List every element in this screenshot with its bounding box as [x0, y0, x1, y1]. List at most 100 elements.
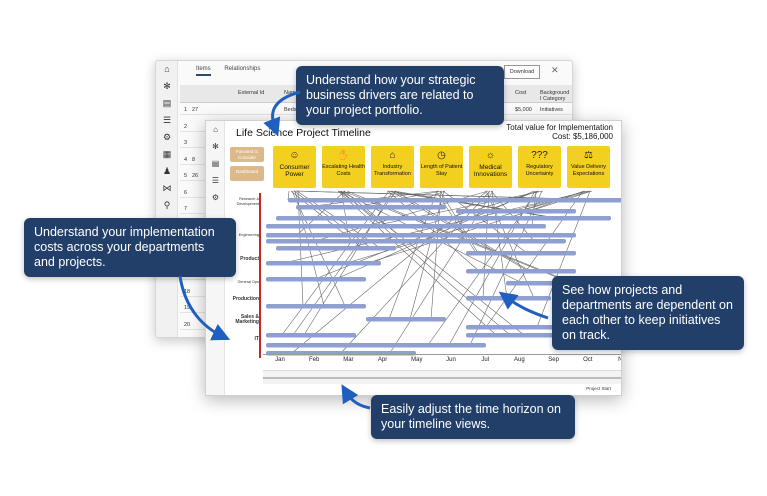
scales-icon: ⚖	[584, 150, 593, 161]
project-bar[interactable]	[276, 246, 396, 251]
clock-icon: ◷	[437, 150, 446, 161]
driver-card[interactable]: ✋Escalating Health Costs	[322, 146, 365, 188]
department-label[interactable]: IT	[254, 336, 259, 342]
timeline-window: ⌂ ✻ ▤ ☰ ⚙ Life Science Project Timeline …	[205, 120, 622, 396]
link-icon[interactable]: ⋈	[162, 183, 172, 193]
project-bar[interactable]	[466, 333, 571, 338]
tab-items[interactable]: Items	[196, 66, 211, 76]
project-bar[interactable]	[266, 261, 381, 266]
project-bar[interactable]	[466, 296, 551, 301]
project-bar[interactable]	[466, 251, 576, 256]
document-icon[interactable]: ▤	[211, 159, 220, 168]
project-bar[interactable]	[266, 239, 566, 244]
table-cell-num: 20	[184, 321, 191, 328]
document-icon[interactable]: ▤	[162, 98, 172, 108]
project-bar[interactable]	[296, 205, 446, 210]
time-horizon-slider[interactable]	[263, 370, 621, 384]
list-icon[interactable]: ☰	[211, 176, 220, 185]
table-cell-num: 19	[184, 305, 191, 311]
gear-icon[interactable]: ⚙	[162, 132, 172, 142]
callout-dependencies: See how projects and departments are dep…	[552, 276, 744, 350]
download-button[interactable]: Download	[504, 65, 540, 79]
close-icon[interactable]: ✕	[551, 65, 559, 75]
callout-drivers: Understand how your strategic business d…	[296, 66, 504, 125]
column-header[interactable]: Cost	[515, 90, 527, 96]
dependency-line	[390, 190, 529, 272]
project-bar[interactable]	[366, 317, 446, 322]
month-label: Oct	[583, 357, 593, 363]
month-label: Aug	[514, 357, 525, 363]
total-cost-label: Total value for Implementation	[506, 123, 613, 132]
dependency-line	[482, 190, 490, 299]
project-bar[interactable]	[266, 277, 366, 282]
home-icon[interactable]: ⌂	[164, 64, 170, 74]
driver-card[interactable]: ◷Length of Patient Stay	[420, 146, 463, 188]
lightbulb-icon: ☼	[485, 150, 496, 161]
factory-icon: ⌂	[389, 150, 396, 161]
department-label[interactable]: Production	[232, 296, 259, 302]
back-sidebar: ⌂ ✻ ▤ ☰ ⚙ ▦ ♟ ⋈ ⚲	[156, 61, 178, 337]
dependency-line	[340, 190, 511, 336]
project-bar[interactable]	[276, 216, 611, 221]
department-label[interactable]: Product	[240, 256, 259, 262]
driver-card[interactable]: ???Regulatory Uncertainty	[518, 146, 561, 188]
driver-card[interactable]: ⚖ Value Delivery Expectations	[567, 146, 610, 188]
table-cell-num: 7	[184, 206, 188, 212]
total-cost-value: Cost: $5,186,000	[552, 132, 613, 141]
project-start-label: Project Start	[586, 386, 611, 391]
column-header[interactable]: Background I Category	[540, 90, 570, 102]
project-bar[interactable]	[266, 333, 356, 338]
table-cell-num: 5	[184, 173, 188, 179]
dependency-line	[287, 190, 290, 201]
tab-relationships[interactable]: Relationships	[224, 66, 261, 72]
department-label[interactable]: Engineering	[238, 233, 259, 237]
table-cell-num: 3	[184, 140, 188, 146]
person-icon[interactable]: ♟	[162, 166, 172, 176]
home-icon[interactable]: ⌂	[213, 125, 218, 134]
dependency-line	[388, 190, 438, 320]
dependency-line	[343, 190, 525, 336]
driver-card[interactable]: ☼Medical Innovations	[469, 146, 512, 188]
pin-icon[interactable]: ⚲	[163, 200, 171, 210]
driver-label: Regulatory Uncertainty	[525, 164, 554, 177]
project-bar[interactable]	[288, 198, 622, 203]
focus-button[interactable]: Focused to Consider	[230, 147, 264, 162]
dependency-line	[337, 190, 497, 336]
dashboard-button[interactable]: Dashboard	[230, 166, 264, 181]
project-bar[interactable]	[266, 233, 576, 238]
driver-label: Value Delivery Expectations	[570, 164, 607, 177]
project-bar[interactable]	[266, 304, 366, 309]
list-icon[interactable]: ☰	[162, 115, 172, 125]
table-cell-num: 2	[184, 123, 188, 130]
driver-card[interactable]: ☺Consumer Power	[273, 146, 316, 188]
table-cell-num: 4	[184, 156, 188, 163]
dependency-line	[430, 190, 442, 320]
project-bar[interactable]	[456, 209, 576, 214]
table-cell-ext: 27	[192, 107, 199, 113]
project-bar[interactable]	[466, 325, 576, 330]
project-bar[interactable]	[466, 269, 576, 274]
slider-track[interactable]	[263, 377, 621, 379]
month-label: Mar	[343, 357, 354, 363]
department-label[interactable]: Sales & Marketing	[235, 314, 259, 325]
driver-card[interactable]: ⌂Industry Transformation	[371, 146, 414, 188]
gear-icon[interactable]: ⚙	[211, 193, 220, 202]
month-label: Jul	[481, 357, 490, 363]
callout-horizon: Easily adjust the time horizon on your t…	[371, 395, 575, 439]
asterisk-icon[interactable]: ✻	[163, 81, 171, 91]
chart-icon[interactable]: ▦	[162, 149, 172, 159]
table-cell-num: 18	[184, 288, 191, 295]
table-cell-cost: $5,000	[515, 107, 532, 113]
department-label[interactable]: Research & Development	[236, 197, 259, 206]
month-axis: JanFebMarAprMayJunJulAugSepOctNo	[263, 357, 621, 369]
department-label[interactable]: General Ops	[237, 280, 259, 284]
project-bar[interactable]	[266, 224, 546, 229]
project-bar[interactable]	[266, 343, 486, 348]
asterisk-icon[interactable]: ✻	[212, 142, 219, 151]
month-label: No	[618, 357, 621, 363]
table-cell-ext: 8	[192, 156, 196, 163]
column-header[interactable]: External Id	[238, 90, 265, 96]
dependency-line	[485, 190, 535, 299]
total-cost: Total value for Implementation Cost: $5,…	[506, 123, 613, 141]
table-cell-ext: 26	[192, 173, 199, 179]
